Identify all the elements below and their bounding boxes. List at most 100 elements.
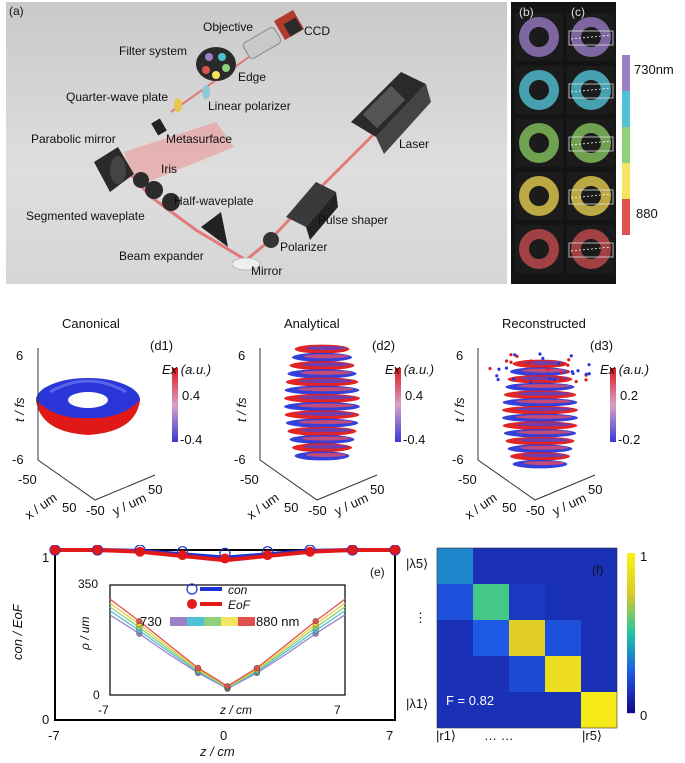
parabolic-mirror-optic xyxy=(94,147,134,192)
heatmap-cell-λ2-r4 xyxy=(545,656,581,692)
inset-wl-swatch-4 xyxy=(221,617,238,626)
label-segmented-waveplate: Segmented waveplate xyxy=(26,209,145,223)
e-point-eof-2 xyxy=(92,545,103,555)
noise-speck-4 xyxy=(566,370,570,374)
d2-x-left: -50 xyxy=(240,472,259,487)
f-colorbar-step-28 xyxy=(627,661,635,666)
noise-speck-29 xyxy=(496,377,500,382)
inset-wl-swatch-5 xyxy=(238,617,255,626)
e-ylabel: con / EoF xyxy=(10,604,25,660)
f-colorbar-step-18 xyxy=(627,621,635,626)
noise-speck-1 xyxy=(538,352,542,356)
canonical-field-surface xyxy=(36,378,140,435)
beam-donut-b-2 xyxy=(519,70,559,110)
d3-y-left: -50 xyxy=(526,503,545,518)
e-point-eof-7 xyxy=(305,546,315,557)
heatmap-cell-λ2-r2 xyxy=(473,656,509,692)
panel-f-heatmap xyxy=(436,547,635,729)
col-label-left: |r1⟩ xyxy=(436,728,457,743)
label-half-waveplate: Half-waveplate xyxy=(174,194,254,208)
beam-donut-c-4 xyxy=(571,176,611,216)
d2-y-left: -50 xyxy=(308,503,327,518)
beam-donut-b-3 xyxy=(519,123,559,163)
f-colorbar-step-12 xyxy=(627,597,635,602)
heatmap-cell-λ5-r2 xyxy=(473,548,509,584)
beam-donut-c-2 xyxy=(571,70,611,110)
laser-device xyxy=(351,72,431,154)
panel-label-f: (f) xyxy=(592,563,604,577)
inset-wl-swatch-2 xyxy=(187,617,204,626)
d1-title: Canonical xyxy=(62,316,120,331)
noise-speck-13 xyxy=(497,367,501,371)
f-colorbar-step-16 xyxy=(627,613,635,618)
legend-con-label: con xyxy=(228,583,248,597)
label-mirror: Mirror xyxy=(251,264,283,278)
noise-speck-35 xyxy=(548,376,552,380)
d3-x-left: -50 xyxy=(458,472,477,487)
inset-ytick-0: 0 xyxy=(93,688,100,702)
beam-edge-line-4 xyxy=(570,193,612,199)
fidelity-label: F = 0.82 xyxy=(446,693,495,708)
helix-band-hi-6 xyxy=(516,399,572,404)
d2-t-max: 6 xyxy=(238,348,246,363)
label-metasurface: Metasurface xyxy=(166,132,233,146)
d1-colorbar-title: Ex (a.u.) xyxy=(162,362,212,377)
heatmap-cell-λ2-r3 xyxy=(509,656,545,692)
helix-band-hi-10 xyxy=(298,419,354,425)
label-ccd: CCD xyxy=(304,24,330,38)
heatmap-cell-λ5-r5 xyxy=(581,548,617,584)
d1-y-right: 50 xyxy=(148,482,163,497)
beam-edge-box-5 xyxy=(568,242,614,258)
noise-speck-27 xyxy=(513,353,517,357)
f-colorbar-step-10 xyxy=(627,589,635,594)
f-colorbar-step-9 xyxy=(627,585,635,590)
f-colorbar-step-17 xyxy=(627,617,635,622)
heatmap-cell-λ5-r3 xyxy=(509,548,545,584)
noise-speck-17 xyxy=(584,372,588,376)
e-ytick-1: 1 xyxy=(42,550,50,565)
d1-t-min: -6 xyxy=(12,452,24,467)
f-colorbar-step-33 xyxy=(627,681,635,686)
helix-band-hi-1 xyxy=(305,346,347,351)
f-colorbar-step-40 xyxy=(627,709,635,714)
polarizer-optic xyxy=(263,232,279,248)
noise-speck-32 xyxy=(574,380,578,384)
f-colorbar-step-2 xyxy=(627,557,635,562)
beam-donut-c-3 xyxy=(571,123,611,163)
noise-speck-30 xyxy=(509,360,513,364)
helix-band-hi-5 xyxy=(516,391,572,396)
helix-band-hi-2 xyxy=(303,354,349,359)
panel-a: (a) Objective CCD Filter system Edge Qua… xyxy=(6,2,507,284)
f-colorbar-step-32 xyxy=(627,677,635,682)
helix-band-hi-12 xyxy=(519,445,569,450)
beam-donut-b-1 xyxy=(519,17,559,57)
f-colorbar-step-30 xyxy=(627,669,635,674)
label-beam-expander: Beam expander xyxy=(119,249,204,263)
beam-edge-line-5 xyxy=(570,246,612,252)
inset-point-5-5 xyxy=(312,618,319,625)
e-ytick-0: 0 xyxy=(42,712,50,727)
noise-speck-15 xyxy=(529,380,533,384)
objective-and-ccd xyxy=(242,9,305,59)
helix-band-hi-14 xyxy=(523,461,565,466)
beam-edge-line-3 xyxy=(570,140,612,146)
f-colorbar-step-15 xyxy=(627,609,635,614)
inset-xlabel: z / cm xyxy=(220,703,252,717)
d3-colorbar xyxy=(610,368,616,442)
d1-x-right: 50 xyxy=(62,500,77,515)
panel-d-3d-plots xyxy=(36,344,616,501)
heatmap-cell-λ4-r1 xyxy=(437,584,473,620)
label-quarter-wave-plate: Quarter-wave plate xyxy=(66,90,169,104)
d1-y-left: -50 xyxy=(86,503,105,518)
inset-point-5-2 xyxy=(195,664,202,671)
d1-colorbar-max: 0.4 xyxy=(182,388,201,403)
heatmap-cell-λ4-r4 xyxy=(545,584,581,620)
label-objective: Objective xyxy=(203,20,254,34)
d1-t-label: t / fs xyxy=(12,397,27,422)
analytical-field-surface xyxy=(284,344,360,461)
heatmap-frame xyxy=(436,547,618,729)
noise-speck-18 xyxy=(560,371,564,375)
noise-speck-26 xyxy=(504,359,509,363)
beam-edge-line-2 xyxy=(570,87,612,93)
f-colorbar-step-31 xyxy=(627,673,635,678)
